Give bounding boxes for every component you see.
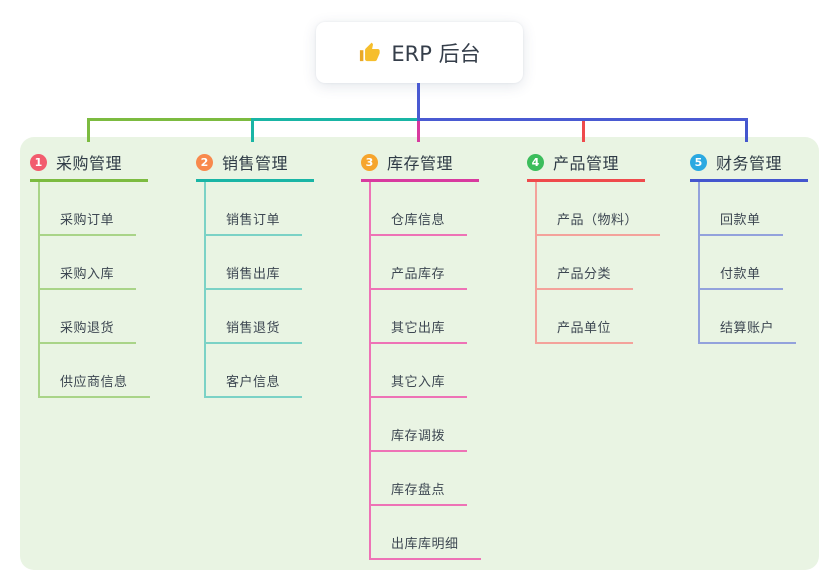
child-node-label: 采购退货: [40, 317, 137, 344]
connector-drop-2: [251, 121, 254, 142]
branch-node-4[interactable]: 4 产品管理: [527, 150, 645, 182]
branch-number-badge: 3: [361, 153, 378, 171]
branch-1: 1 采购管理采购订单采购入库采购退货供应商信息: [30, 150, 150, 398]
branch-node-3[interactable]: 3 库存管理: [361, 150, 479, 182]
branches-panel: [20, 137, 819, 570]
connector-drop-3: [417, 121, 420, 142]
child-node-label: 销售出库: [206, 263, 303, 290]
child-node[interactable]: 销售出库: [206, 236, 303, 290]
child-node-label: 销售订单: [206, 209, 303, 236]
branch-2: 2 销售管理销售订单销售出库销售退货客户信息: [196, 150, 314, 398]
child-node-label: 其它入库: [371, 371, 468, 398]
connector-drop-5: [745, 121, 748, 142]
branch-node-1[interactable]: 1 采购管理: [30, 150, 148, 182]
child-node[interactable]: 其它入库: [371, 344, 481, 398]
root-node[interactable]: ERP 后台: [316, 22, 523, 83]
child-node[interactable]: 产品分类: [537, 236, 660, 290]
child-node[interactable]: 出库库明细: [371, 506, 481, 560]
child-node-label: 产品单位: [537, 317, 634, 344]
connector-drop-1: [87, 121, 90, 142]
branch-title: 产品管理: [553, 154, 620, 173]
child-node[interactable]: 结算账户: [700, 290, 797, 344]
branch-children: 仓库信息产品库存其它出库其它入库库存调拨库存盘点出库库明细: [369, 182, 481, 560]
child-node-label: 出库库明细: [371, 533, 481, 560]
child-node-label: 产品库存: [371, 263, 468, 290]
child-node[interactable]: 库存盘点: [371, 452, 481, 506]
branch-title: 销售管理: [222, 154, 289, 173]
child-node-label: 库存调拨: [371, 425, 468, 452]
child-node-label: 回款单: [700, 209, 783, 236]
root-title: ERP 后台: [391, 41, 481, 66]
child-node-label: 产品分类: [537, 263, 634, 290]
connector-horizontal-blue: [417, 118, 748, 121]
branch-number-badge: 4: [527, 153, 544, 171]
child-node-label: 库存盘点: [371, 479, 468, 506]
child-node[interactable]: 产品库存: [371, 236, 481, 290]
child-node-label: 产品（物料）: [537, 209, 661, 236]
branch-4: 4 产品管理产品（物料） 产品分类产品单位: [527, 150, 661, 344]
child-node[interactable]: 产品单位: [537, 290, 660, 344]
child-node-label: 付款单: [700, 263, 783, 290]
thumbs-up-icon: [358, 41, 381, 64]
connector-root-stem: [417, 83, 420, 119]
branch-node-2[interactable]: 2 销售管理: [196, 150, 314, 182]
child-node[interactable]: 销售退货: [206, 290, 303, 344]
child-node[interactable]: 库存调拨: [371, 398, 481, 452]
branch-5: 5 财务管理回款单付款单结算账户: [690, 150, 808, 344]
connector-drop-4: [582, 121, 585, 142]
child-node-label: 结算账户: [700, 317, 797, 344]
child-node-label: 供应商信息: [40, 371, 150, 398]
branch-children: 回款单付款单结算账户: [698, 182, 797, 344]
child-node[interactable]: 采购入库: [40, 236, 150, 290]
branch-number-badge: 5: [690, 153, 707, 171]
child-node-label: 其它出库: [371, 317, 468, 344]
branch-children: 采购订单采购入库采购退货供应商信息: [38, 182, 150, 398]
child-node[interactable]: 产品（物料）: [537, 182, 661, 236]
branch-title: 财务管理: [716, 154, 783, 173]
child-node[interactable]: 其它出库: [371, 290, 481, 344]
branch-node-5[interactable]: 5 财务管理: [690, 150, 808, 182]
child-node-label: 客户信息: [206, 371, 303, 398]
branch-title: 库存管理: [387, 154, 454, 173]
branch-number-badge: 2: [196, 153, 213, 171]
child-node-label: 仓库信息: [371, 209, 468, 236]
child-node[interactable]: 回款单: [700, 182, 796, 236]
child-node[interactable]: 采购退货: [40, 290, 150, 344]
child-node-label: 采购订单: [40, 209, 137, 236]
child-node-label: 销售退货: [206, 317, 303, 344]
branch-number-badge: 1: [30, 153, 47, 171]
child-node[interactable]: 客户信息: [206, 344, 303, 398]
connector-horizontal-green: [87, 118, 253, 121]
branch-children: 销售订单销售出库销售退货客户信息: [204, 182, 303, 398]
child-node-label: 采购入库: [40, 263, 137, 290]
branch-children: 产品（物料） 产品分类产品单位: [535, 182, 661, 344]
connector-horizontal-teal: [251, 118, 419, 121]
child-node[interactable]: 仓库信息: [371, 182, 481, 236]
child-node[interactable]: 供应商信息: [40, 344, 150, 398]
branch-title: 采购管理: [56, 154, 123, 173]
child-node[interactable]: 销售订单: [206, 182, 303, 236]
child-node[interactable]: 付款单: [700, 236, 796, 290]
branch-3: 3 库存管理仓库信息产品库存其它出库其它入库库存调拨库存盘点出库库明细: [361, 150, 481, 560]
child-node[interactable]: 采购订单: [40, 182, 150, 236]
